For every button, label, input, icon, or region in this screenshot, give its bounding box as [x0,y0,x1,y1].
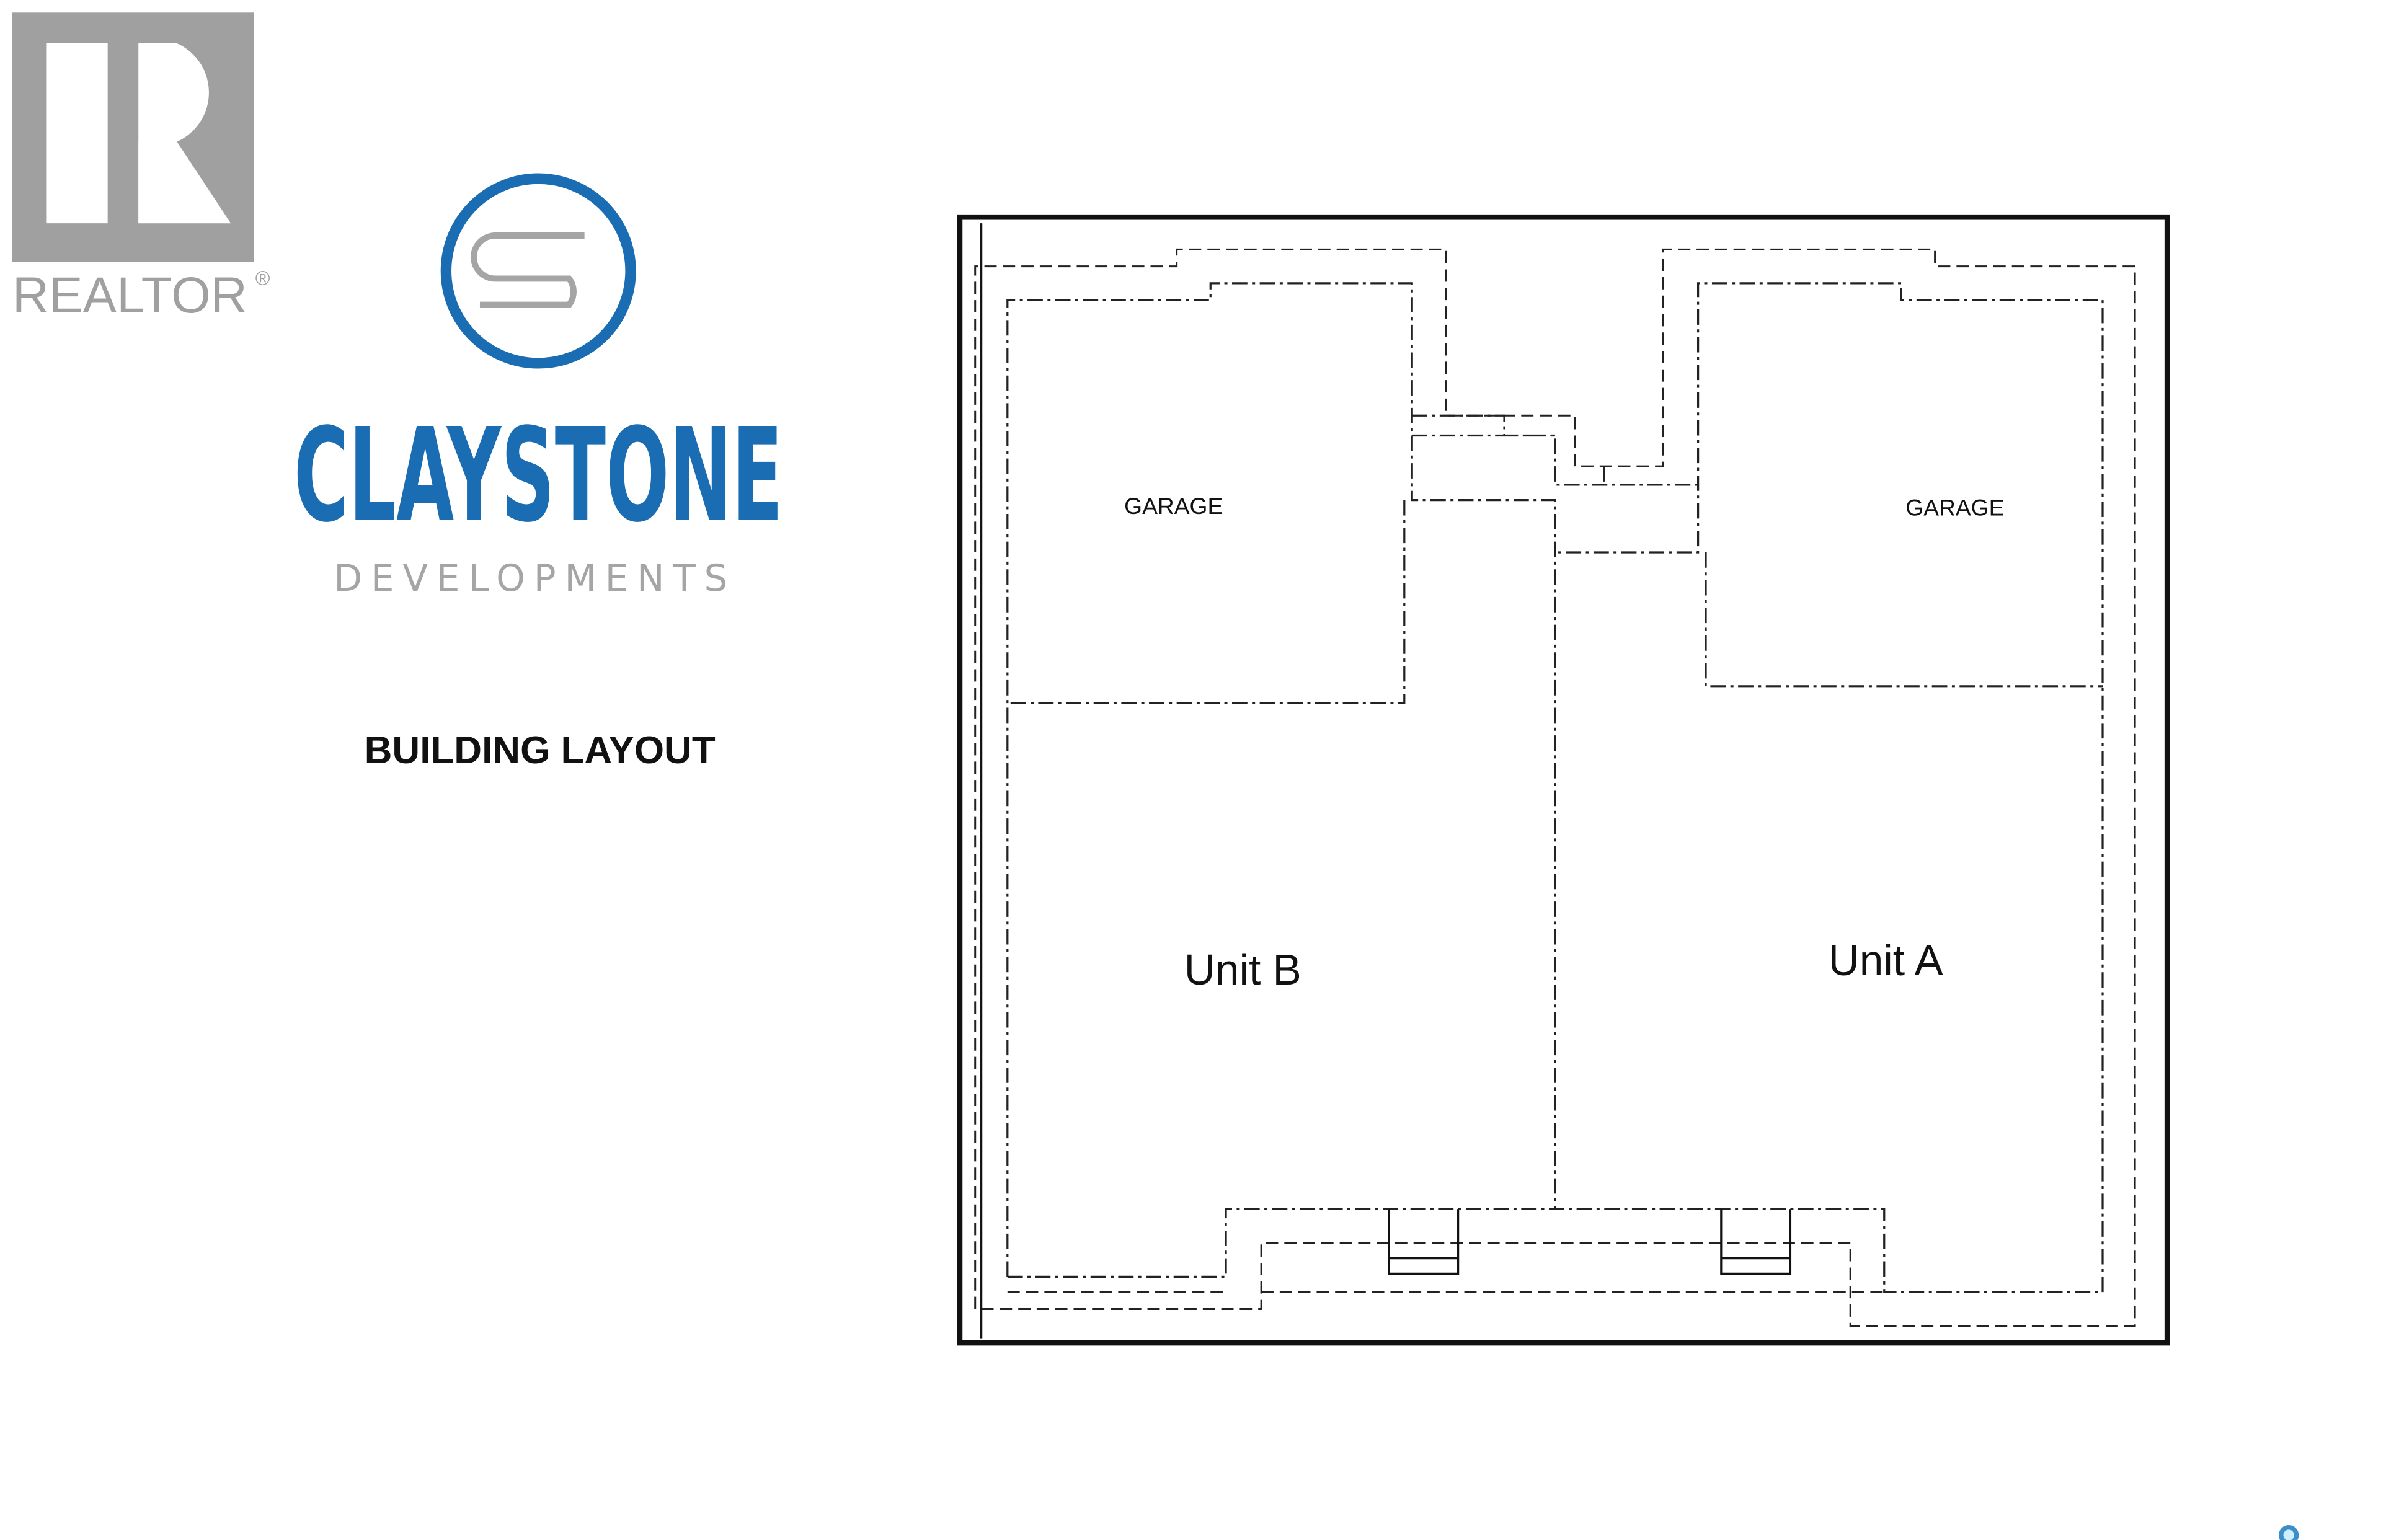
room-label-garage-right: GARAGE [1905,494,2004,520]
floor-plan: GARAGE GARAGE Unit B Unit A [957,214,2170,1346]
claystone-logo: CLAYSTONE DEVELOPMENTS [294,173,783,600]
step-details [1388,1209,1792,1275]
foundation-outline [974,248,2136,1327]
brand-tagline: DEVELOPMENTS [334,557,727,600]
garage-right-wall [1705,552,2103,688]
unit-b-wall [1006,282,1556,1277]
brand-name: CLAYSTONE [294,401,783,551]
map-pin-icon[interactable] [2279,1525,2299,1540]
registered-mark: ® [255,267,270,289]
realtor-logo: REALTOR ® [12,12,270,324]
room-label-garage-left: GARAGE [1124,493,1223,519]
room-label-unit-b: Unit B [1184,945,1301,994]
plan-border [957,214,2170,1346]
logo-s-icon [471,232,585,308]
room-label-unit-a: Unit A [1829,936,1944,985]
page-heading: BUILDING LAYOUT [365,729,716,772]
logo-circle-icon [440,173,636,369]
garage-left-wall [1007,500,1406,704]
realtor-text: REALTOR [12,267,247,324]
